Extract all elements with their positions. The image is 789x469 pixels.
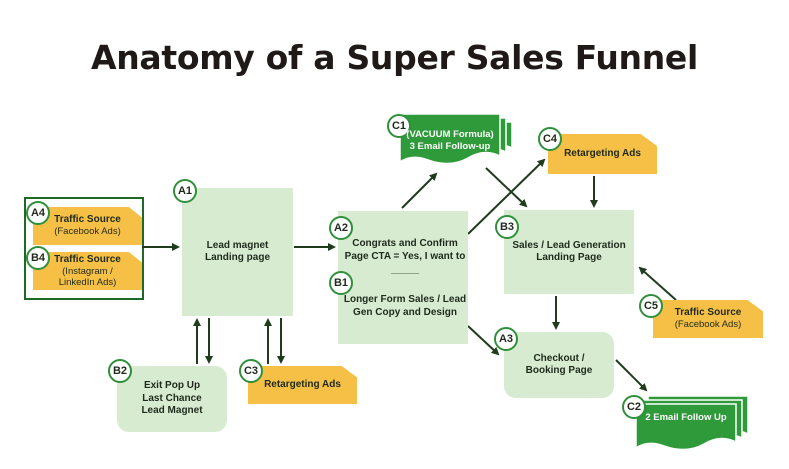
b2-exit-popup-box: Exit Pop Up Last Chance Lead Magnet bbox=[117, 366, 227, 432]
arrow-a2-to-c1 bbox=[401, 172, 438, 209]
arrow-a2-to-c4 bbox=[467, 158, 546, 235]
b4-sub: (Instagram / LinkedIn Ads) bbox=[58, 265, 117, 288]
arrow-b1-to-a3 bbox=[467, 325, 500, 356]
a4-traffic-source-note: Traffic Source (Facebook Ads) bbox=[33, 207, 142, 245]
c4-badge: C4 bbox=[538, 127, 562, 151]
arrow-a3-to-c2 bbox=[615, 359, 648, 392]
c2-document-stack bbox=[635, 395, 749, 451]
b2-text: Exit Pop Up Last Chance Lead Magnet bbox=[141, 380, 203, 417]
a3-checkout-box: Checkout / Booking Page bbox=[504, 332, 614, 398]
arrow-c1-to-b3 bbox=[485, 167, 528, 208]
page-title: Anatomy of a Super Sales Funnel bbox=[90, 38, 699, 77]
a3-text: Checkout / Booking Page bbox=[525, 352, 593, 377]
c5-label: Traffic Source bbox=[674, 307, 742, 319]
c1-badge: C1 bbox=[387, 114, 411, 138]
c5-traffic-source-note: Traffic Source (Facebook Ads) bbox=[653, 300, 763, 338]
a3-badge: A3 bbox=[494, 327, 518, 351]
b3-text: Sales / Lead Generation Landing Page bbox=[512, 239, 626, 264]
b3-badge: B3 bbox=[495, 215, 519, 239]
b2-badge: B2 bbox=[108, 359, 132, 383]
a1-landing-page-box: Lead magnet Landing page bbox=[182, 188, 293, 316]
c2-text: 2 Email Follow Up bbox=[645, 412, 727, 423]
b4-label: Traffic Source bbox=[54, 253, 121, 265]
c5-badge: C5 bbox=[639, 294, 663, 318]
b4-badge: B4 bbox=[26, 246, 50, 270]
c5-sub: (Facebook Ads) bbox=[674, 319, 742, 331]
a2-text: Congrats and Confirm Page CTA = Yes, I w… bbox=[344, 238, 466, 275]
a4-badge: A4 bbox=[26, 201, 50, 225]
a1-badge: A1 bbox=[173, 179, 197, 203]
a2-b1-box bbox=[338, 211, 468, 344]
b1-badge: B1 bbox=[329, 271, 353, 295]
traffic-source-group bbox=[24, 197, 144, 300]
c4-label: Retargeting Ads bbox=[564, 148, 641, 159]
c1-text: (VACUUM Formula) 3 Email Follow-up bbox=[406, 129, 494, 153]
b4-traffic-source-note: Traffic Source (Instagram / LinkedIn Ads… bbox=[33, 252, 142, 290]
c3-retargeting-note: Retargeting Ads bbox=[248, 366, 357, 404]
c3-badge: C3 bbox=[239, 359, 263, 383]
c1-document-stack bbox=[399, 113, 513, 165]
b1-text: Longer Form Sales / Lead Gen Copy and De… bbox=[343, 294, 467, 318]
a4-label: Traffic Source bbox=[54, 214, 121, 226]
c2-badge: C2 bbox=[622, 395, 646, 419]
a2-badge: A2 bbox=[329, 216, 353, 240]
a1-text: Lead magnet Landing page bbox=[205, 239, 270, 264]
b3-sales-landing-box: Sales / Lead Generation Landing Page bbox=[504, 210, 634, 294]
c4-retargeting-note: Retargeting Ads bbox=[548, 134, 657, 174]
arrow-c5-to-b3 bbox=[638, 266, 677, 301]
c3-label: Retargeting Ads bbox=[264, 379, 341, 390]
a4-sub: (Facebook Ads) bbox=[54, 226, 121, 238]
